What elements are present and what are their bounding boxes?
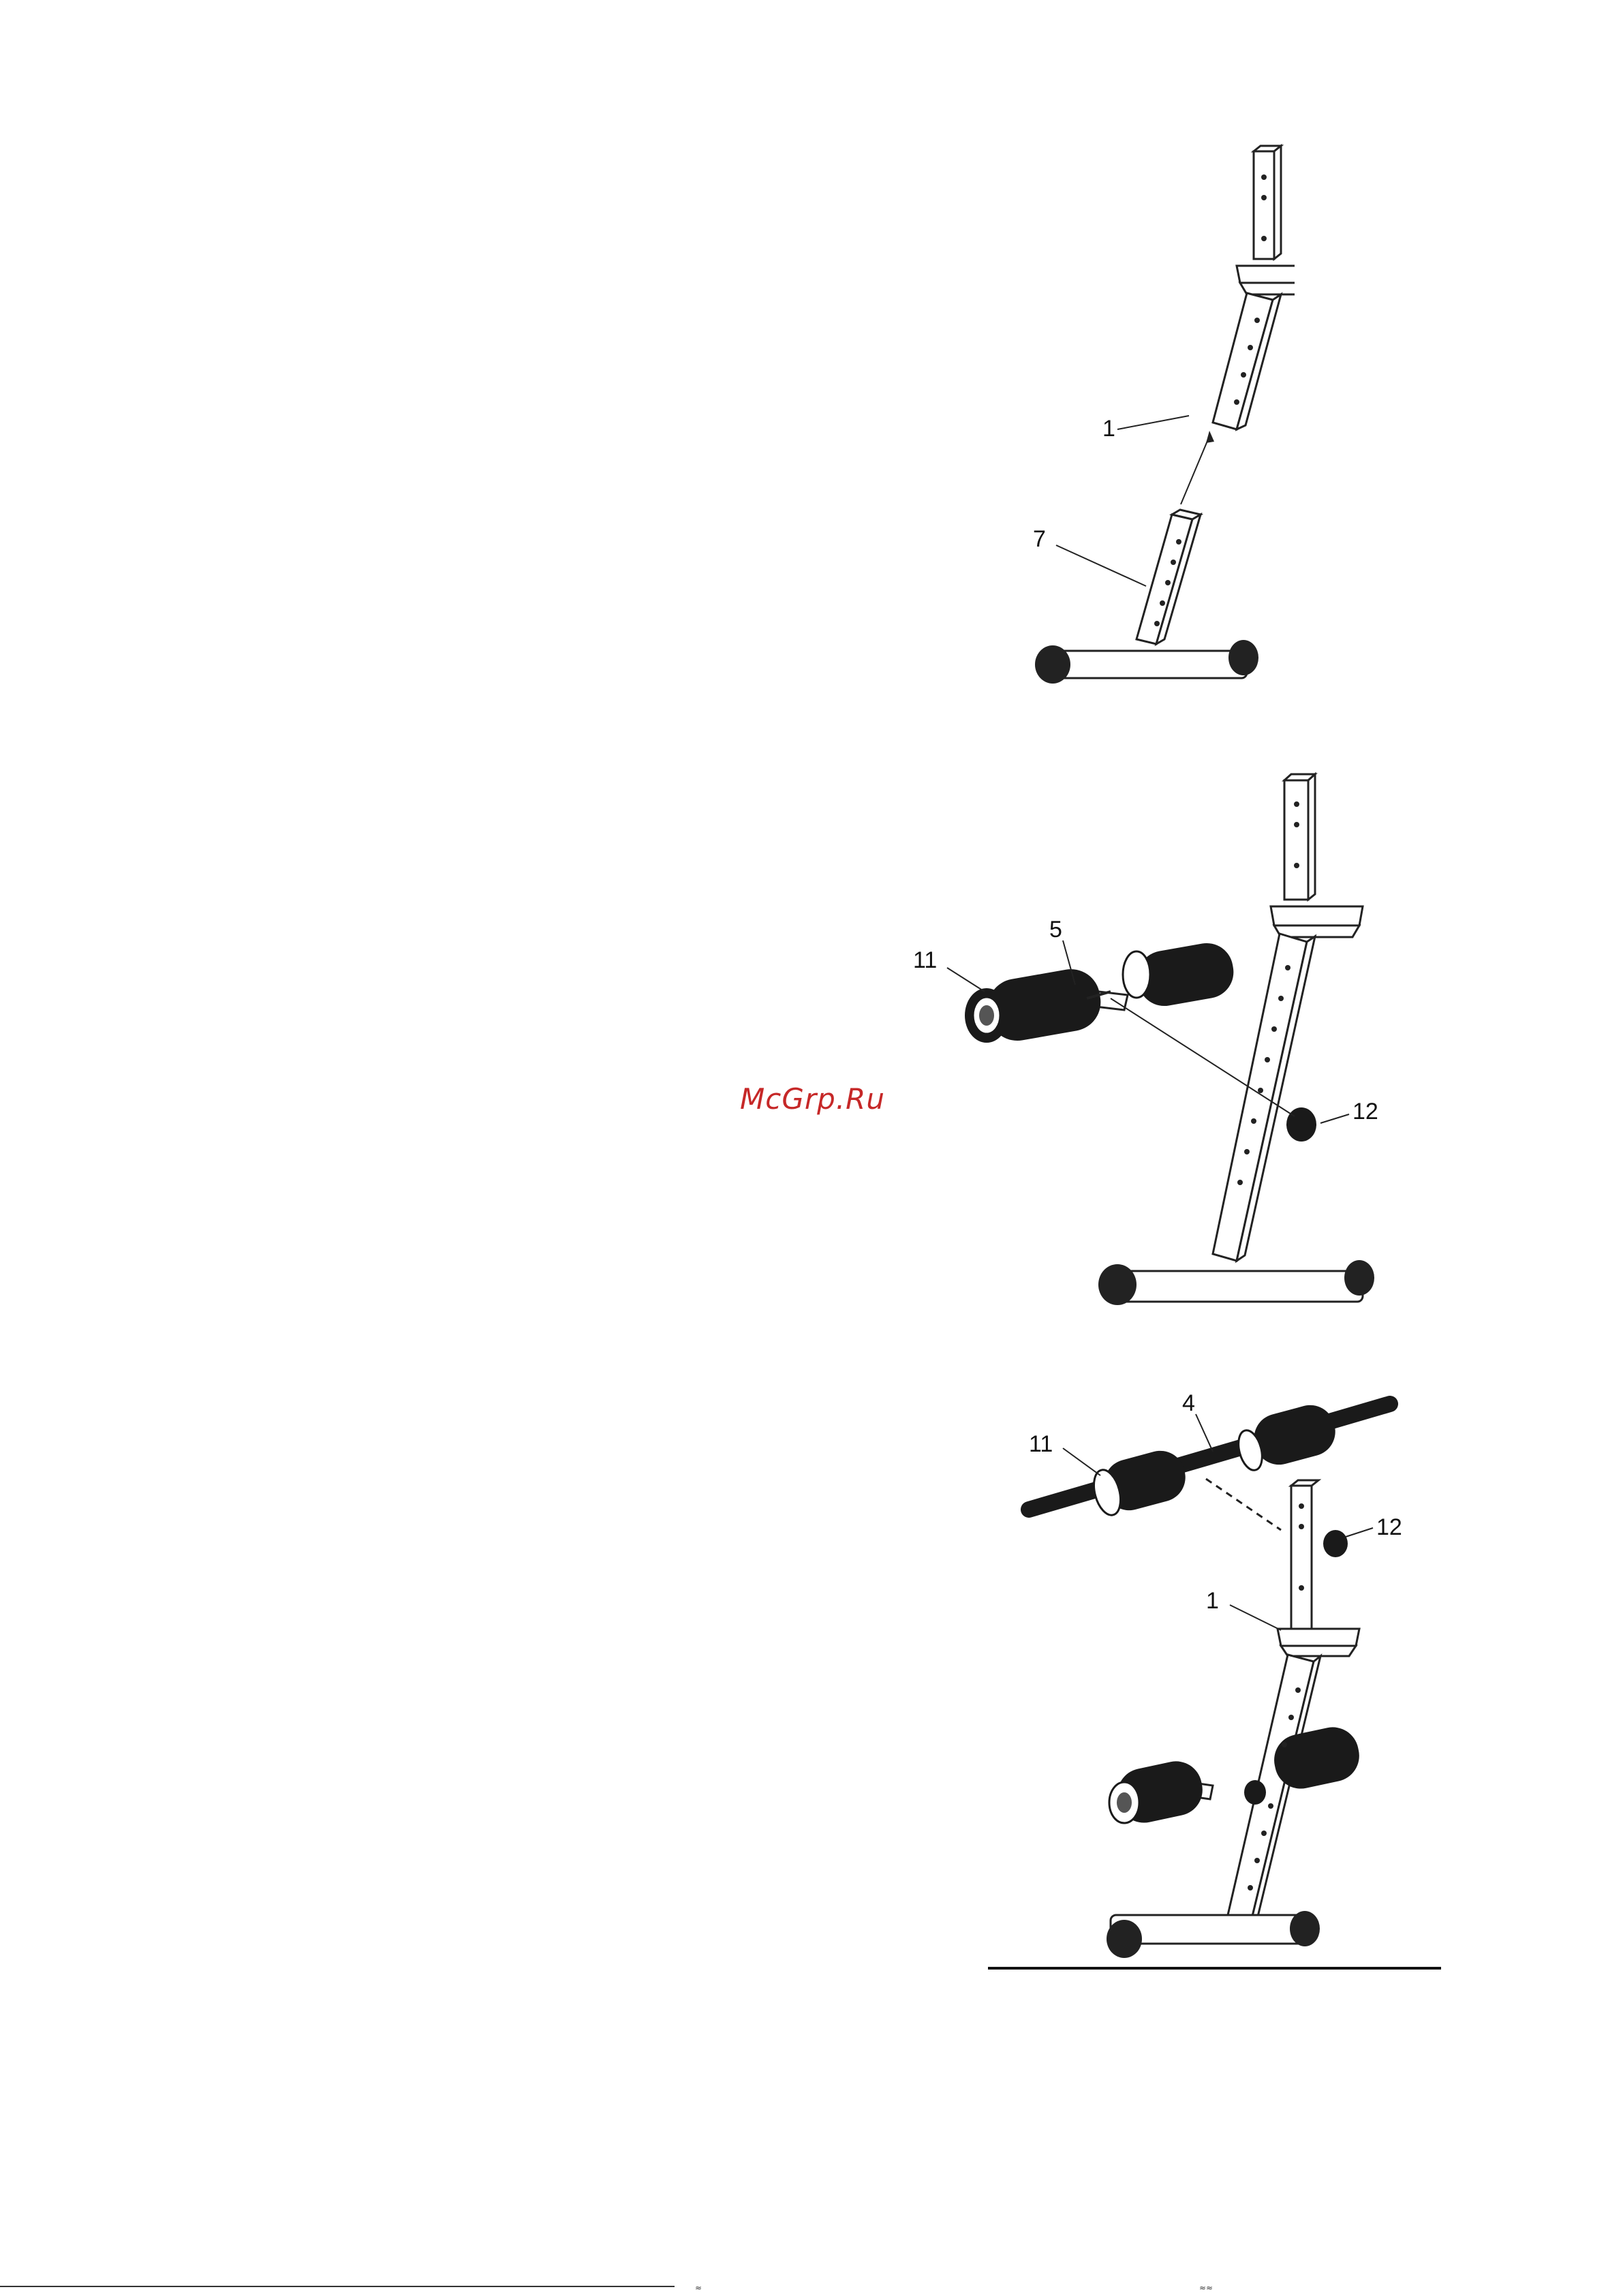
- footer-mark-1: ≈: [695, 2283, 702, 2293]
- part-label-5: 5: [1049, 917, 1062, 943]
- assembly-figure-2: 5 11 12: [906, 763, 1410, 1322]
- watermark: McGrp.Ru: [740, 1082, 885, 1116]
- figure-2-drawing: 5 11 12: [906, 763, 1410, 1322]
- assembly-figure-3: 11 4 12 1: [1008, 1383, 1444, 1963]
- part-label-7: 7: [1033, 526, 1046, 552]
- figure-1-drawing: 1 7: [968, 136, 1295, 695]
- part-label-1: 1: [1102, 416, 1115, 442]
- figure-3-drawing: 11 4 12 1: [1008, 1383, 1444, 1963]
- part-label-1: 1: [1206, 1588, 1219, 1614]
- part-label-12: 12: [1352, 1099, 1378, 1124]
- assembly-figure-1: 1 7: [968, 136, 1295, 695]
- footer-mark-2: ≈≈: [1199, 2283, 1213, 2293]
- footer-rule: [0, 2286, 675, 2287]
- section-divider: [988, 1967, 1441, 1970]
- part-label-11: 11: [913, 947, 937, 973]
- part-label-11: 11: [1029, 1431, 1053, 1457]
- part-label-12: 12: [1376, 1514, 1402, 1540]
- part-label-4: 4: [1182, 1390, 1195, 1416]
